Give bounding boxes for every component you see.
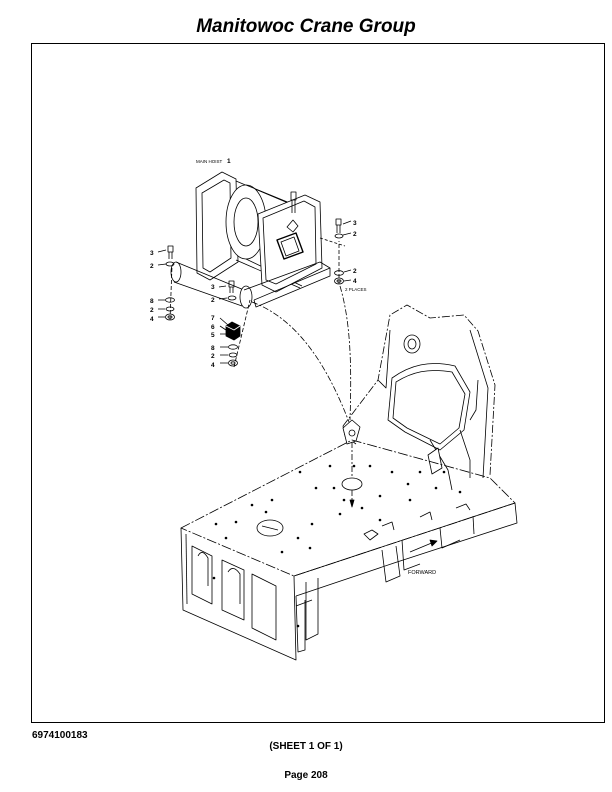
callout-6: 6 bbox=[211, 324, 215, 331]
bolt-mid bbox=[218, 280, 237, 301]
label-2-places: 2 PLACES bbox=[345, 287, 367, 292]
hardware-left-stack bbox=[158, 297, 175, 321]
callout-5: 5 bbox=[211, 332, 215, 339]
callout-8a: 8 bbox=[150, 298, 154, 305]
callout-3a: 3 bbox=[353, 220, 357, 227]
callout-7: 7 bbox=[211, 315, 215, 322]
callout-3b: 3 bbox=[150, 250, 154, 257]
page-title: Manitowoc Crane Group bbox=[196, 16, 416, 37]
callout-2e: 2 bbox=[150, 307, 154, 314]
callout-4c: 4 bbox=[211, 362, 215, 369]
callout-8b: 8 bbox=[211, 345, 215, 352]
callout-2b: 2 bbox=[353, 268, 357, 275]
drawing-frame bbox=[31, 43, 605, 723]
callout-1: 1 bbox=[227, 158, 231, 165]
label-forward: FORWARD bbox=[408, 570, 436, 576]
hardware-right-lower bbox=[334, 269, 352, 285]
callout-4b: 4 bbox=[150, 316, 154, 323]
callout-3c: 3 bbox=[211, 284, 215, 291]
main-hoist-drawing bbox=[170, 171, 346, 309]
document-number: 6974100183 bbox=[32, 730, 88, 741]
carbody-deck bbox=[180, 439, 518, 661]
bolt-right-upper bbox=[334, 218, 352, 239]
bolt-top bbox=[290, 191, 297, 213]
hardware-center-stack bbox=[219, 317, 241, 367]
callout-2f: 2 bbox=[211, 353, 215, 360]
mast-frame bbox=[342, 304, 496, 491]
page-number: Page 208 bbox=[284, 770, 328, 781]
callout-2c: 2 bbox=[150, 263, 154, 270]
label-main-hoist: MAIN HOIST bbox=[196, 159, 223, 164]
callout-2d: 2 bbox=[211, 297, 215, 304]
callout-4a: 4 bbox=[353, 278, 357, 285]
sheet-label: (SHEET 1 OF 1) bbox=[269, 741, 343, 752]
callout-2a: 2 bbox=[353, 231, 357, 238]
bolt-left-upper bbox=[157, 245, 175, 267]
